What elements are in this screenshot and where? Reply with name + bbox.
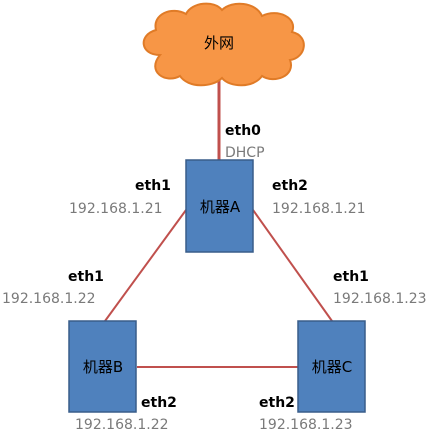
link-a-b <box>104 209 187 322</box>
machine-a-eth1-name: eth1 <box>135 178 171 194</box>
machine-c-eth1-name: eth1 <box>333 269 369 285</box>
machine-a-box <box>185 159 254 253</box>
machine-b-eth2-name: eth2 <box>141 395 177 411</box>
machine-c-box <box>297 320 366 413</box>
machine-a-eth2-name: eth2 <box>272 178 308 194</box>
machine-b-eth2-ip: 192.168.1.22 <box>75 417 169 433</box>
machine-c-eth1-ip: 192.168.1.23 <box>333 291 427 307</box>
machine-b-eth1-ip: 192.168.1.22 <box>2 291 96 307</box>
machine-c-label: 机器C <box>312 358 352 376</box>
machine-a-eth0-name: eth0 <box>225 123 261 139</box>
machine-a-eth1-ip: 192.168.1.21 <box>69 201 163 217</box>
link-a-c <box>252 209 333 322</box>
machine-c: 机器C <box>297 320 366 413</box>
machine-b-label: 机器B <box>83 358 123 376</box>
machine-a-eth0-value: DHCP <box>225 145 265 161</box>
machine-a-label: 机器A <box>200 198 241 216</box>
machine-c-eth2-name: eth2 <box>259 395 295 411</box>
machine-a: 机器A <box>185 159 254 253</box>
machine-b-eth1-name: eth1 <box>68 269 104 285</box>
machine-b-box <box>68 320 137 413</box>
machine-a-eth2-ip: 192.168.1.21 <box>272 201 366 217</box>
cloud-shape <box>142 2 305 87</box>
machine-b: 机器B <box>68 320 137 413</box>
internet-label: 外网 <box>204 34 234 52</box>
internet-cloud: 外网 <box>142 2 305 87</box>
machine-c-eth2-ip: 192.168.1.23 <box>259 417 353 433</box>
